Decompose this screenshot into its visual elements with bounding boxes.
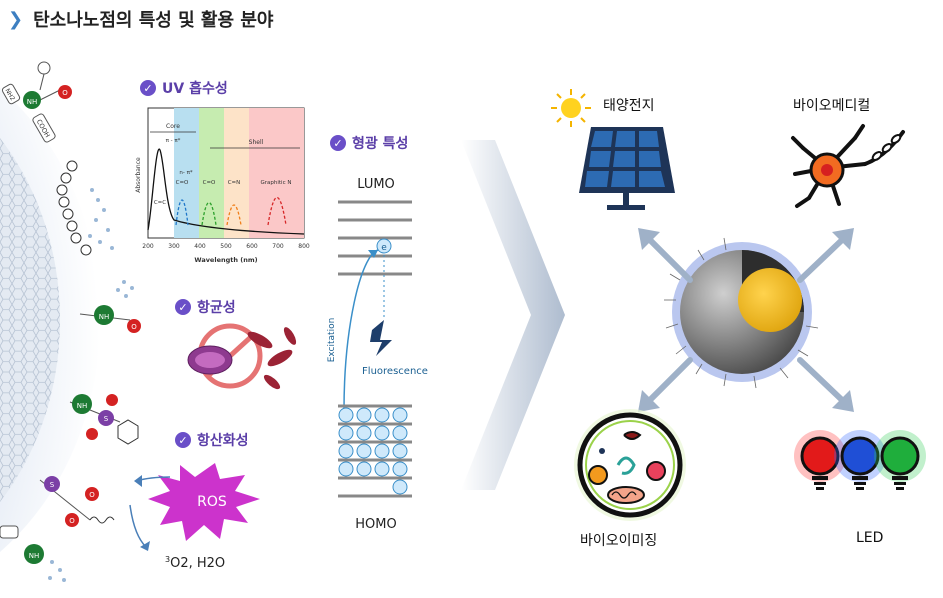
svg-text:O: O	[89, 491, 95, 499]
svg-text:800: 800	[298, 243, 310, 250]
page-title: ❯ 탄소나노점의 특성 및 활용 분야	[8, 6, 273, 32]
s-atom-1	[98, 410, 114, 426]
o-atom-1	[58, 85, 72, 99]
svg-text:Wavelength (nm): Wavelength (nm)	[194, 256, 257, 264]
feature-antioxidant: ✓ 항산화성	[175, 430, 249, 450]
excitation-arrow	[343, 249, 379, 411]
svg-text:Shell: Shell	[249, 139, 264, 146]
svg-text:Absorbance: Absorbance	[135, 157, 142, 193]
svg-text:O: O	[69, 517, 75, 525]
app-label-biomedical: 바이오메디컬	[793, 98, 871, 114]
region-orange-band	[224, 108, 249, 238]
check-circle-icon: ✓	[140, 80, 156, 96]
feature-uv-absorbance: ✓ UV 흡수성	[140, 78, 228, 98]
ros-scavenging: ROS 3O2, H2O	[129, 463, 260, 571]
ros-burst-icon	[148, 463, 260, 541]
feature-fluorescence: ✓ 형광 특성	[330, 133, 408, 153]
svg-text:C=N: C=N	[228, 180, 241, 186]
svg-text:LUMO: LUMO	[357, 177, 395, 192]
svg-text:Graphitic N: Graphitic N	[261, 180, 292, 186]
homo-electrons	[338, 407, 408, 495]
svg-text:ROS: ROS	[197, 494, 227, 510]
feature-antibacterial: ✓ 항균성	[175, 297, 236, 317]
svg-text:500: 500	[220, 243, 232, 250]
led-bulbs-icon	[794, 430, 926, 490]
svg-text:n- π*: n- π*	[179, 170, 193, 176]
antibacterial-illustration	[187, 323, 297, 390]
app-label-led: LED	[856, 530, 884, 546]
svg-text:Excitation: Excitation	[327, 318, 337, 363]
svg-text:NH: NH	[77, 402, 88, 410]
sun-icon	[561, 98, 581, 118]
region-core-band	[174, 108, 199, 238]
neuron-icon	[791, 124, 905, 208]
svg-text:NH: NH	[29, 552, 40, 560]
absorbance-curve	[147, 148, 305, 235]
led-blue	[834, 430, 886, 490]
check-circle-icon: ✓	[330, 135, 346, 151]
svg-text:e: e	[381, 243, 387, 253]
svg-text:700: 700	[272, 243, 284, 250]
lightning-icon	[370, 320, 392, 356]
app-label-imaging: 바이오이미징	[580, 533, 658, 549]
check-circle-icon: ✓	[175, 299, 191, 315]
svg-text:C=O: C=O	[176, 180, 189, 186]
s-atom-2	[44, 476, 60, 492]
svg-text:3O2, H2O: 3O2, H2O	[165, 555, 225, 571]
led-red	[794, 430, 846, 490]
svg-text:400: 400	[194, 243, 206, 250]
svg-text:200: 200	[142, 243, 154, 250]
svg-text:HOMO: HOMO	[355, 517, 396, 532]
application-arrows	[638, 228, 854, 412]
energy-level-diagram: LUMO e Excitation Fluorescence HOMO	[327, 177, 428, 532]
svg-text:C=O: C=O	[203, 180, 216, 186]
cell-imaging-icon	[574, 409, 686, 521]
svg-text:S: S	[50, 481, 55, 489]
svg-text:O: O	[131, 323, 137, 331]
svg-text:NH: NH	[99, 313, 110, 321]
svg-text:C=C: C=C	[154, 200, 166, 206]
arrow-down-icon	[129, 504, 147, 548]
charged-chain	[56, 160, 92, 256]
lumo-levels	[338, 200, 412, 276]
led-green	[874, 430, 926, 490]
homo-levels	[338, 404, 412, 498]
electron-icon	[376, 238, 392, 254]
region-pink-band	[249, 108, 304, 238]
svg-text:600: 600	[246, 243, 258, 250]
carbon-dot-core-shell	[664, 237, 819, 389]
solar-panel-icon	[551, 89, 675, 210]
nh-group-4	[24, 544, 44, 564]
svg-text:NH: NH	[27, 98, 38, 106]
page-title-text: 탄소나노점의 특성 및 활용 분야	[33, 10, 274, 31]
svg-text:300: 300	[168, 243, 180, 250]
nh-group-2	[94, 305, 114, 325]
carbon-dot-surface	[0, 88, 100, 552]
uv-absorbance-chart: Core π - π* Shell n- π* C=C C=O C=O C=N …	[135, 107, 310, 264]
surface-functional-groups: NH O NH2 COOH NH O NH S S O O NH	[0, 61, 141, 582]
region-green-band	[199, 108, 224, 238]
check-circle-icon: ✓	[175, 432, 191, 448]
transition-arrow	[461, 140, 565, 490]
svg-text:O: O	[62, 89, 68, 97]
core-sphere	[738, 268, 802, 332]
svg-text:S: S	[104, 415, 109, 423]
svg-text:π - π*: π - π*	[166, 138, 181, 144]
svg-text:Core: Core	[166, 123, 180, 130]
chevron-right-icon: ❯	[8, 8, 24, 30]
nh-group-1	[23, 91, 41, 109]
svg-text:Fluorescence: Fluorescence	[362, 366, 428, 377]
small-group-1	[37, 61, 51, 75]
app-label-solar: 태양전지	[603, 98, 655, 114]
nh-group-3	[72, 394, 92, 414]
